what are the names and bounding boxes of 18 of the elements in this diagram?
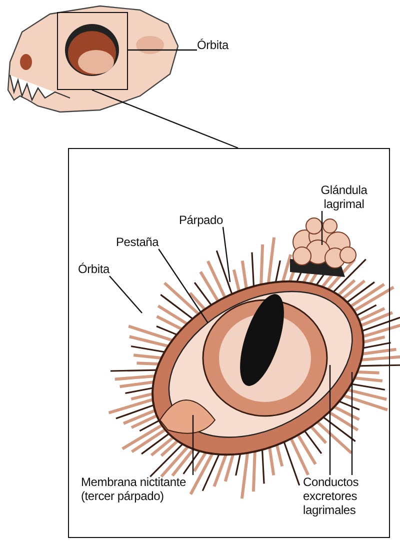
part-label: Membrana nictitante (tercer párpado) [81, 475, 187, 503]
part-label: Glándula lagrimal [320, 183, 368, 211]
part-label: Órbita [78, 262, 110, 276]
part-label: Pestaña [116, 235, 159, 249]
leader-line [192, 415, 194, 475]
zoom-line [128, 49, 197, 51]
leader-line [158, 248, 208, 324]
leader-line [329, 365, 331, 475]
leader-line [222, 226, 231, 282]
detail-frame [68, 148, 390, 538]
part-label: Párpado [179, 213, 223, 227]
leader-line [321, 211, 323, 245]
leader-line [109, 276, 142, 314]
part-label: Órbita [197, 38, 228, 52]
part-label: Conductos excretores lagrimales [303, 475, 360, 517]
zoom-frame [57, 12, 128, 90]
leader-line [351, 372, 353, 475]
zoom-line [92, 89, 238, 149]
